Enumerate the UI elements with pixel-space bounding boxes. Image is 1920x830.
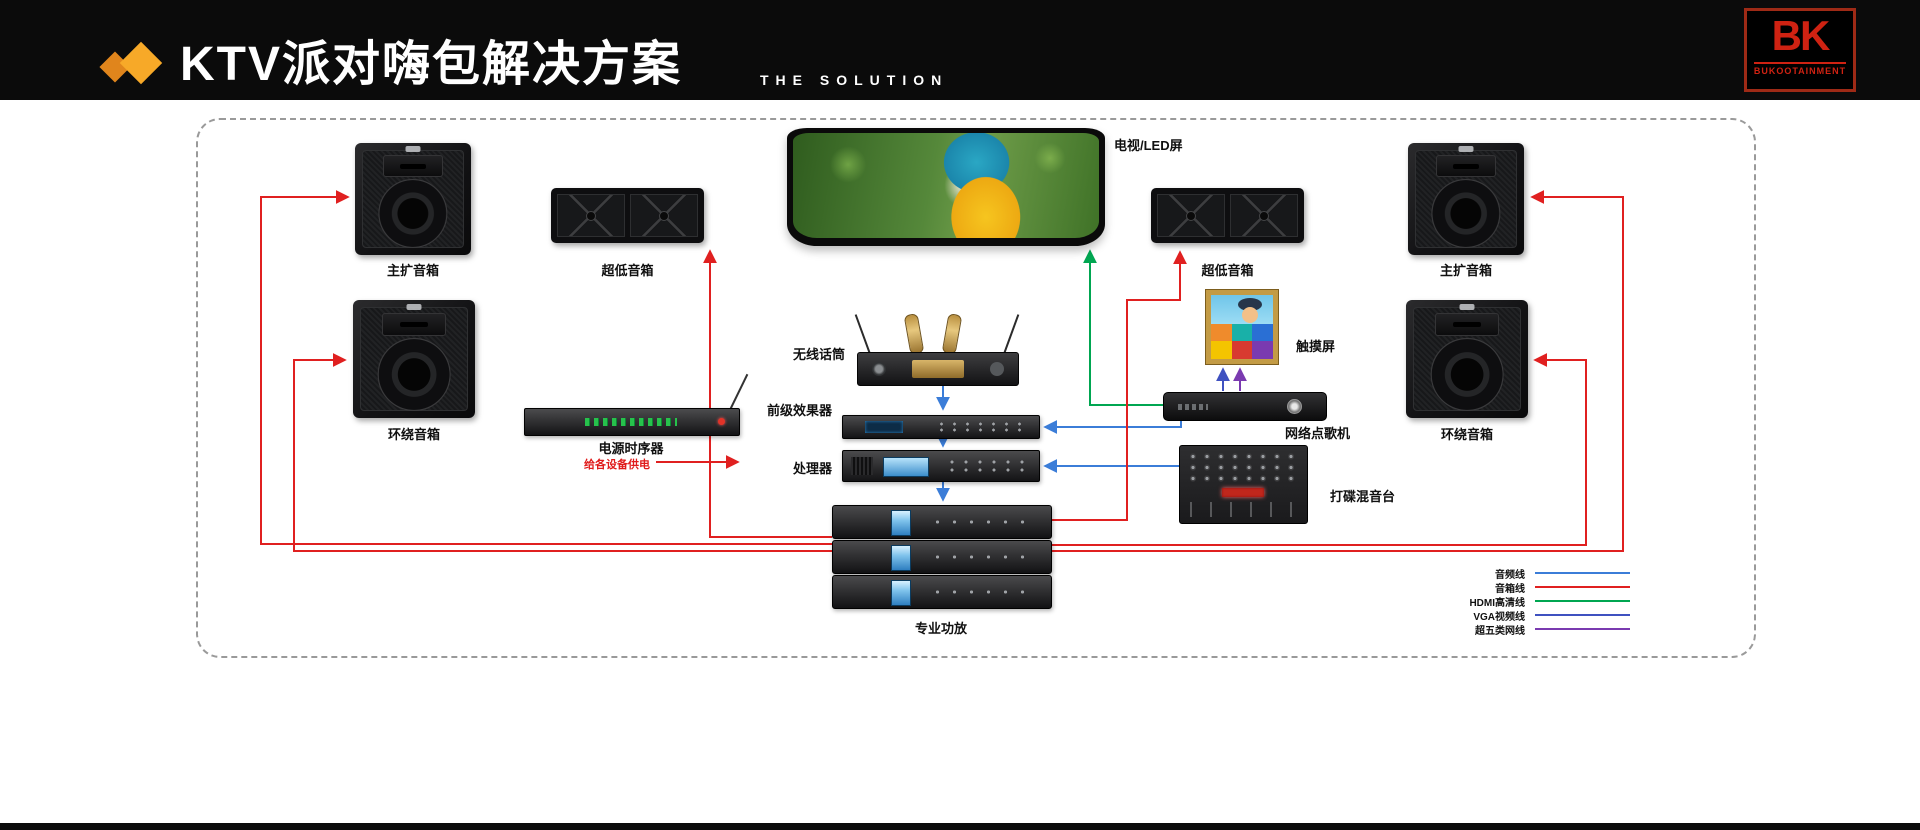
label-wireless-mic: 无线话筒	[792, 347, 845, 362]
legend-label: 超五类网线	[1475, 625, 1525, 637]
header-bar: KTV派对嗨包解决方案 THE SOLUTION BK BUKOOTAINMEN…	[0, 0, 1920, 100]
legend-line-cat5	[1535, 628, 1630, 630]
subwoofer-grille	[1157, 194, 1225, 237]
label-subwoofer-right: 超低音箱	[1201, 263, 1254, 278]
label-touch-screen: 触摸屏	[1296, 339, 1336, 354]
speaker-badge	[1459, 303, 1475, 310]
song-machine-unit	[1163, 392, 1327, 421]
label-surround-right: 环绕音箱	[1440, 427, 1493, 442]
brand-name: BUKOOTAINMENT	[1753, 62, 1847, 76]
label-amplifier: 专业功放	[914, 621, 967, 636]
legend-label: 音频线	[1495, 569, 1525, 581]
diagram-frame	[196, 118, 1756, 658]
legend: 音频线 音箱线 HDMI高清线 VGA视频线 超五类网线	[1380, 566, 1630, 637]
speaker-woofer	[1431, 179, 1501, 249]
touch-screen-tiles	[1211, 323, 1273, 359]
processor-unit	[842, 450, 1040, 482]
power-sequencer-unit	[524, 408, 740, 436]
subwoofer-grille	[1230, 194, 1298, 237]
legend-row: 超五类网线	[1380, 622, 1630, 637]
speaker-woofer	[378, 179, 448, 249]
amplifier-unit	[832, 505, 1052, 539]
tv-led-screen	[787, 128, 1105, 246]
speaker-woofer	[377, 338, 451, 411]
tv-screen-image	[793, 133, 1099, 238]
amplifier-unit	[832, 575, 1052, 609]
speaker-horn	[1435, 155, 1497, 178]
processor-vents	[851, 457, 873, 475]
legend-row: HDMI高清线	[1380, 594, 1630, 609]
label-tv: 电视/LED屏	[1114, 138, 1183, 153]
label-surround-left: 环绕音箱	[387, 427, 440, 442]
power-led	[718, 418, 725, 425]
subwoofer-grille	[630, 194, 698, 237]
touch-screen-device	[1205, 289, 1279, 365]
legend-label: 音箱线	[1495, 583, 1525, 595]
subwoofer-left	[551, 188, 704, 243]
main-speaker-left	[355, 143, 471, 255]
mixer-knobs	[1186, 451, 1301, 485]
processor-knobs	[945, 458, 1027, 474]
label-pre-effects: 前级效果器	[766, 403, 832, 418]
page-subtitle: THE SOLUTION	[760, 72, 949, 88]
legend-line-vga	[1535, 614, 1630, 616]
label-processor: 处理器	[792, 461, 832, 476]
label-main-speaker-right: 主扩音箱	[1439, 263, 1492, 278]
legend-line-speaker	[1535, 586, 1630, 588]
speaker-horn	[382, 155, 444, 178]
legend-label: HDMI高清线	[1469, 597, 1525, 609]
surround-speaker-right	[1406, 300, 1528, 418]
speaker-badge	[1458, 146, 1474, 153]
label-power-sequencer: 电源时序器	[598, 441, 664, 456]
subwoofer-right	[1151, 188, 1304, 243]
mic-receiver	[857, 352, 1019, 386]
legend-row: 音频线	[1380, 566, 1630, 581]
surround-speaker-left	[353, 300, 475, 418]
legend-row: VGA视频线	[1380, 608, 1630, 623]
touch-screen-picture	[1211, 295, 1273, 324]
legend-row: 音箱线	[1380, 580, 1630, 595]
processor-lcd	[883, 457, 929, 477]
bottom-bar	[0, 823, 1920, 830]
speaker-horn	[382, 312, 446, 337]
label-power-note: 给各设备供电	[584, 459, 650, 471]
speaker-badge	[405, 146, 421, 153]
speaker-badge	[406, 303, 422, 310]
brand-logo: BK BUKOOTAINMENT	[1744, 8, 1856, 92]
main-speaker-right	[1408, 143, 1524, 255]
effects-knobs	[935, 421, 1029, 433]
label-main-speaker-left: 主扩音箱	[386, 263, 439, 278]
label-subwoofer-left: 超低音箱	[601, 263, 654, 278]
subwoofer-grille	[557, 194, 625, 237]
page-title: KTV派对嗨包解决方案	[180, 38, 683, 91]
diamond-logo-icon	[119, 41, 163, 85]
label-dj-mixer: 打碟混音台	[1330, 489, 1396, 504]
legend-line-hdmi	[1535, 600, 1630, 602]
legend-label: VGA视频线	[1473, 611, 1525, 623]
sequencer-leds	[585, 418, 677, 426]
label-song-machine: 网络点歌机	[1285, 426, 1351, 441]
mixer-display	[1222, 488, 1264, 497]
legend-line-audio	[1535, 572, 1630, 574]
amplifier-unit	[832, 540, 1052, 574]
brand-monogram: BK	[1771, 12, 1831, 59]
mixer-faders	[1190, 502, 1297, 517]
speaker-horn	[1435, 312, 1499, 337]
dj-mixer-unit	[1179, 445, 1308, 524]
pre-effects-unit	[842, 415, 1040, 439]
effects-display	[865, 421, 903, 433]
speaker-woofer	[1430, 338, 1504, 411]
